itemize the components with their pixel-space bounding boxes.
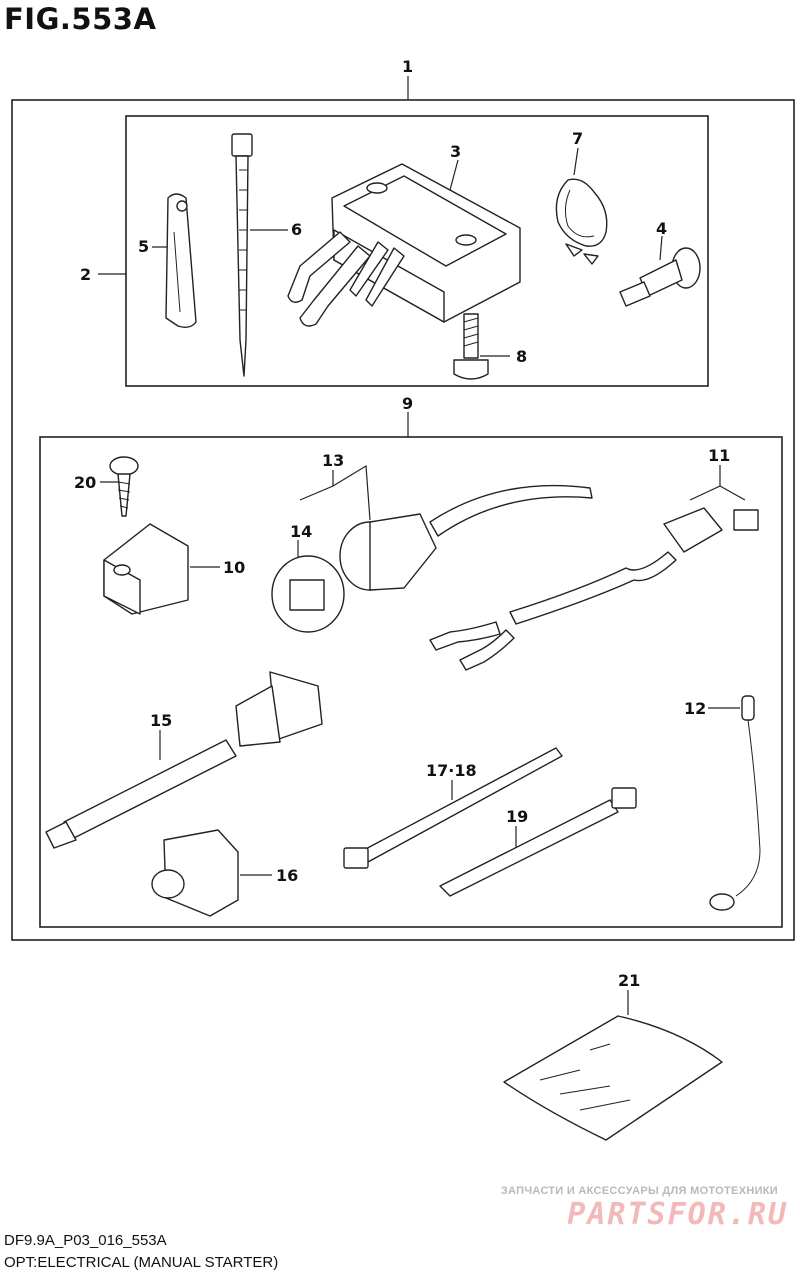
part-15-lead [45, 671, 323, 849]
callout-2: 2 [80, 265, 91, 284]
leader-lines [98, 76, 746, 1015]
part-13-socket [339, 484, 593, 591]
callout-15: 15 [150, 711, 172, 730]
part-20-screw [109, 456, 139, 517]
part-7-loop-clamp [555, 178, 608, 265]
part-11-harness [429, 507, 759, 671]
callout-6: 6 [291, 220, 302, 239]
callout-13: 13 [322, 451, 344, 470]
callout-5: 5 [138, 237, 149, 256]
figure-code: DF9.9A_P03_016_553A [4, 1232, 167, 1249]
part-12-ground-wire [709, 695, 761, 911]
callout-4: 4 [656, 219, 667, 238]
sub-assembly-box-9 [39, 436, 783, 928]
watermark-tagline: ЗАПЧАСТИ И АКСЕССУАРЫ ДЛЯ МОТОТЕХНИКИ [500, 1185, 778, 1197]
callout-10: 10 [223, 558, 245, 577]
part-19-cable-tie [439, 787, 637, 897]
callout-16: 16 [276, 866, 298, 885]
watermark-logo: PARTSFOR.RU [567, 1197, 788, 1232]
callout-7: 7 [572, 129, 583, 148]
callout-9: 9 [402, 394, 413, 413]
callout-1: 1 [402, 57, 413, 76]
callout-8: 8 [516, 347, 527, 366]
callout-11: 11 [708, 446, 730, 465]
part-4-pin [619, 247, 701, 307]
part-3-regulator [287, 163, 521, 327]
callout-20: 20 [74, 473, 96, 492]
figure-title: FIG.553A [4, 2, 157, 36]
part-10-bracket [103, 523, 189, 615]
part-14-plug [271, 555, 345, 633]
callout-21: 21 [618, 971, 640, 990]
figure-caption: OPT:ELECTRICAL (MANUAL STARTER) [4, 1254, 279, 1271]
part-16-grommet [151, 829, 239, 917]
sub-assembly-box-2 [125, 115, 709, 387]
part-6-cable-tie [231, 133, 253, 377]
part-5-clip [165, 193, 197, 329]
callout-12: 12 [684, 699, 706, 718]
callout-19: 19 [506, 807, 528, 826]
part-8-bolt [453, 313, 489, 380]
callout-3: 3 [450, 142, 461, 161]
assembly-box-1 [11, 99, 795, 941]
part-17-18-cable-tie [343, 747, 563, 869]
callout-17-18: 17·18 [426, 761, 477, 780]
part-21-bag [503, 1015, 723, 1141]
callouts: 1 2 3 4 5 6 7 8 9 10 11 12 13 14 15 16 1… [74, 57, 730, 990]
callout-14: 14 [290, 522, 312, 541]
